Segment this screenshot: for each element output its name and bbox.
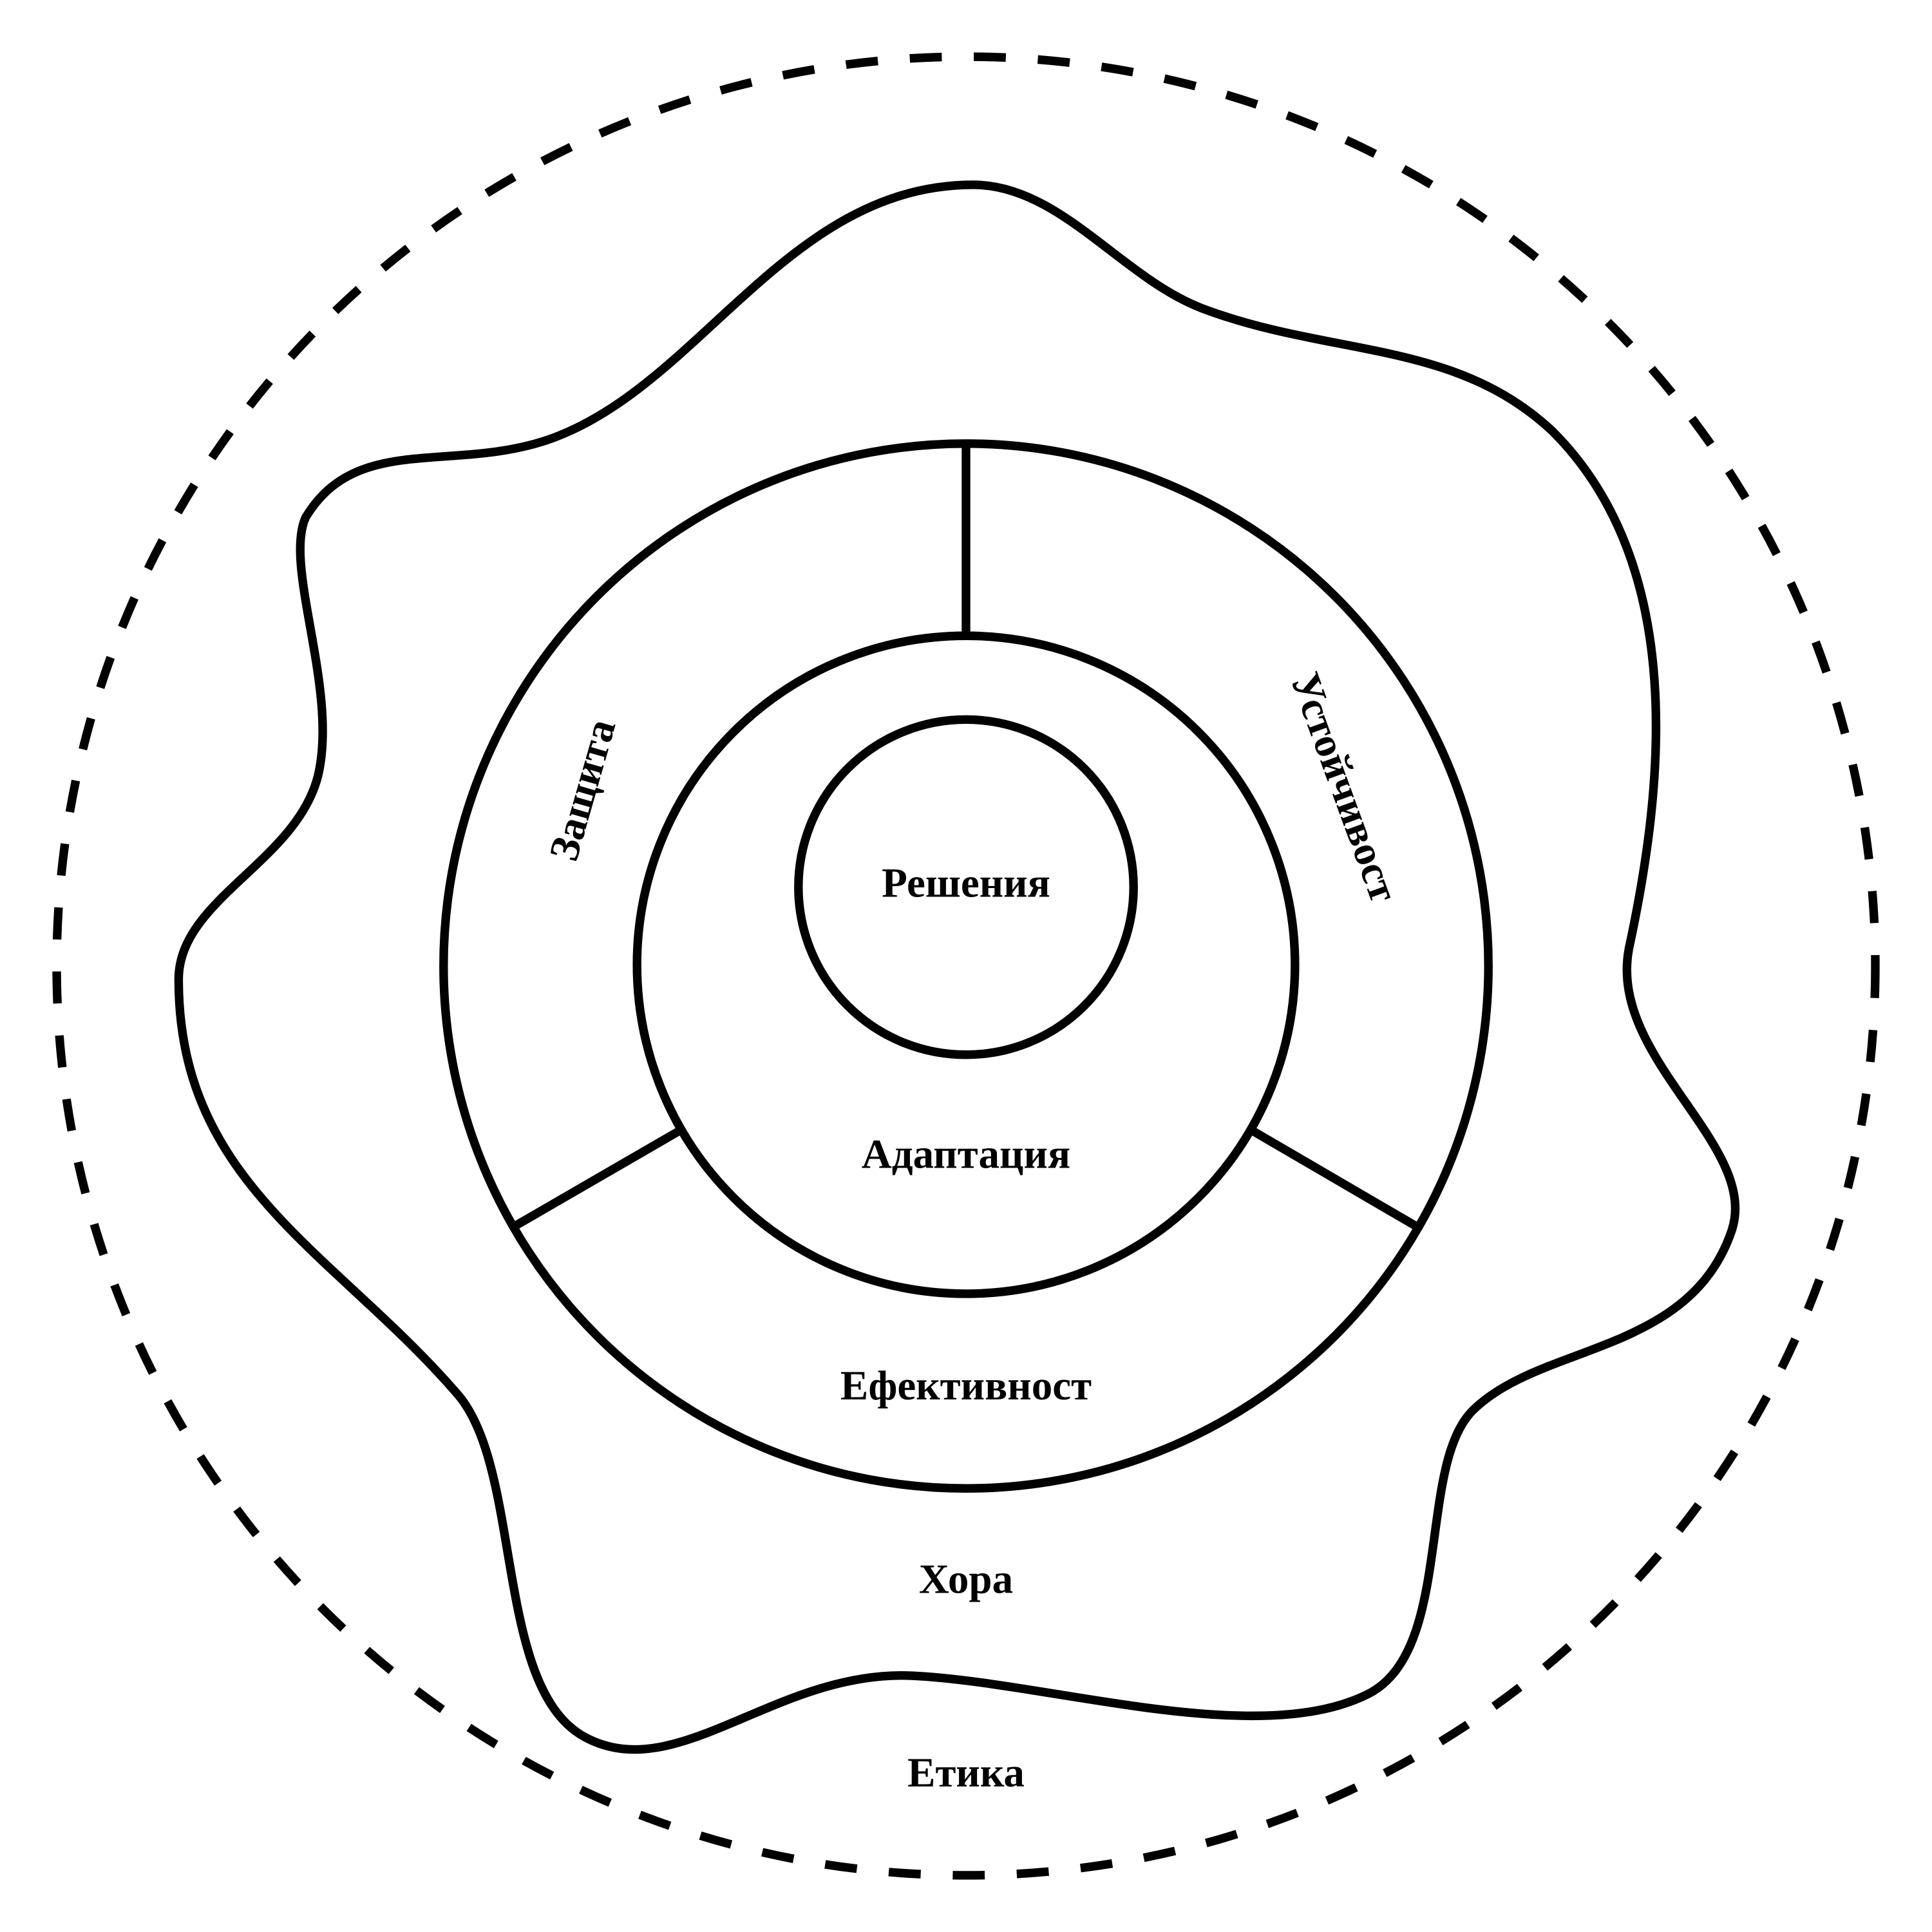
label-efficiency: Ефективност: [840, 1363, 1092, 1409]
label-ethics: Етика: [907, 1750, 1025, 1796]
spoke-left: [513, 1127, 681, 1230]
label-protection: Защита: [540, 714, 625, 866]
label-adaptation: Адаптация: [862, 1131, 1070, 1177]
spoke-right: [1251, 1127, 1418, 1230]
people-wavy-boundary: [174, 180, 1740, 1754]
label-people: Хора: [919, 1556, 1013, 1602]
ethics-dashed-boundary: [52, 52, 1880, 1880]
adaptation-ring: [632, 631, 1300, 1298]
label-sustainability: Устойчивост: [1282, 667, 1407, 908]
efficiency-outer-ring: [439, 439, 1493, 1493]
solutions-core-circle: [794, 715, 1138, 1059]
label-solutions: Решения: [882, 860, 1050, 906]
